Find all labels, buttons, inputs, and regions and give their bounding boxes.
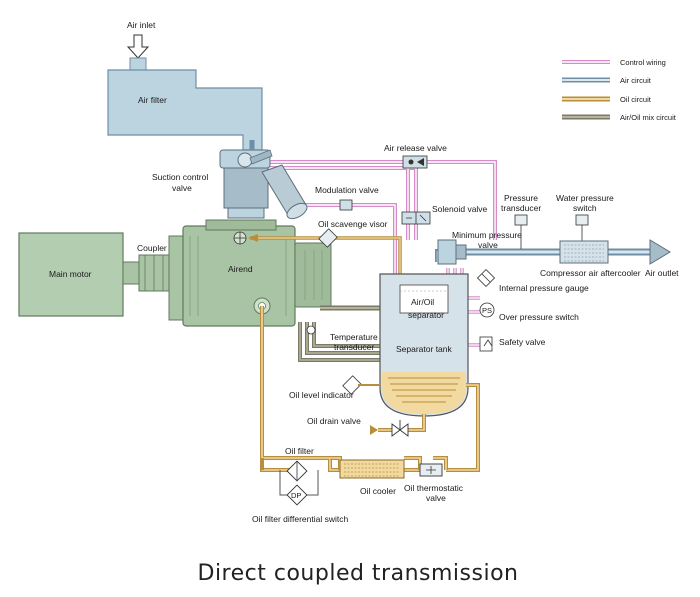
temperature-transducer: Temperature transducer: [306, 325, 378, 352]
oil-filter-label: Oil filter: [285, 446, 314, 456]
min-pressure-label-1: Minimum pressure: [452, 230, 522, 240]
pressure-transducer-label-1: Pressure: [504, 193, 538, 203]
coupler-label: Coupler: [137, 243, 167, 253]
legend-mix-circuit: Air/Oil mix circuit: [562, 113, 677, 122]
minimum-pressure-valve: Minimum pressure valve: [437, 230, 522, 265]
oil-scavenge-visor: Oil scavenge visor: [318, 219, 388, 248]
main-motor-label: Main motor: [49, 269, 92, 279]
temp-transducer-label-1: Temperature: [330, 332, 378, 342]
airend: Airend: [168, 219, 332, 327]
legend-label-oil-circuit: Oil circuit: [620, 95, 652, 104]
min-pressure-label-2: valve: [478, 240, 498, 250]
oil-drain-valve: Oil drain valve: [307, 416, 409, 437]
air-release-valve: Air release valve: [384, 143, 447, 169]
air-aftercooler: Compressor air aftercooler: [540, 240, 641, 278]
air-inlet-arrow: Air inlet: [126, 20, 156, 59]
air-outlet-arrow: Air outlet: [645, 239, 679, 278]
legend: Control wiring Air circuit Oil circuit A…: [562, 58, 677, 122]
oil-filter: Oil filter: [285, 446, 314, 482]
safety-valve: Safety valve: [479, 336, 546, 352]
airend-label: Airend: [228, 264, 253, 274]
oil-filter-diff-label: Oil filter differential switch: [252, 514, 348, 524]
over-pressure-label: Over pressure switch: [499, 312, 579, 322]
pressure-transducer: Pressure transducer: [501, 193, 541, 249]
legend-label-air-circuit: Air circuit: [620, 76, 652, 85]
separator-label-2: separator: [408, 310, 444, 320]
coupler: Coupler: [137, 243, 170, 292]
suction-valve-label-1: Suction control: [152, 172, 208, 182]
diagram-caption: Direct coupled transmission: [198, 561, 519, 586]
oil-drain-label: Oil drain valve: [307, 416, 361, 426]
air-release-valve-label: Air release valve: [384, 143, 447, 153]
water-switch-label-2: switch: [573, 203, 597, 213]
dp-symbol: DP: [291, 491, 301, 500]
oil-level-label: Oil level indicator: [289, 390, 354, 400]
air-filter-label: Air filter: [138, 95, 167, 105]
legend-label-control-wiring: Control wiring: [620, 58, 666, 67]
solenoid-valve-label: Solenoid valve: [432, 204, 488, 214]
safety-valve-label: Safety valve: [499, 337, 546, 347]
legend-label-mix-circuit: Air/Oil mix circuit: [620, 113, 677, 122]
air-filter: Air filter: [107, 57, 263, 151]
separator-tank: Air/Oil separator Separator tank: [379, 273, 469, 417]
oil-thermostatic-label-1: Oil thermostatic: [404, 483, 464, 493]
oil-scavenge-visor-label: Oil scavenge visor: [318, 219, 388, 229]
suction-control-valve: Suction control valve: [152, 149, 273, 219]
legend-oil-circuit: Oil circuit: [562, 95, 652, 104]
legend-control-wiring: Control wiring: [562, 58, 666, 67]
over-pressure-switch: PS Over pressure switch: [479, 302, 579, 322]
oil-level-indicator: Oil level indicator: [289, 375, 380, 400]
air-outlet-label: Air outlet: [645, 268, 679, 278]
pressure-transducer-label-2: transducer: [501, 203, 541, 213]
oil-cooler: Oil cooler: [339, 459, 405, 496]
temp-transducer-label-2: transducer: [334, 342, 374, 352]
internal-gauge-label: Internal pressure gauge: [499, 283, 589, 293]
water-pressure-switch: Water pressure switch: [556, 193, 614, 241]
oil-filter-differential-switch: DP Oil filter differential switch: [252, 484, 348, 524]
mix-circuit-lines: [298, 305, 380, 362]
oil-thermostatic-label-2: valve: [426, 493, 446, 503]
oil-scavenge-line: [248, 234, 402, 280]
solenoid-valve: Solenoid valve: [401, 204, 488, 225]
legend-air-circuit: Air circuit: [562, 76, 652, 85]
air-inlet-label: Air inlet: [127, 20, 156, 30]
aftercooler-label: Compressor air aftercooler: [540, 268, 641, 278]
modulation-valve: Modulation valve: [315, 185, 379, 211]
water-switch-label-1: Water pressure: [556, 193, 614, 203]
internal-pressure-gauge: Internal pressure gauge: [476, 268, 589, 293]
suction-valve-label-2: valve: [172, 183, 192, 193]
modulation-valve-label: Modulation valve: [315, 185, 379, 195]
oil-thermostatic-valve: Oil thermostatic valve: [404, 463, 464, 503]
ps-symbol: PS: [482, 306, 492, 315]
main-motor: Main motor: [18, 232, 140, 317]
modulation-cylinder: [261, 164, 308, 220]
separator-tank-label: Separator tank: [396, 344, 453, 354]
separator-label-1: Air/Oil: [411, 297, 434, 307]
oil-cooler-label: Oil cooler: [360, 486, 396, 496]
